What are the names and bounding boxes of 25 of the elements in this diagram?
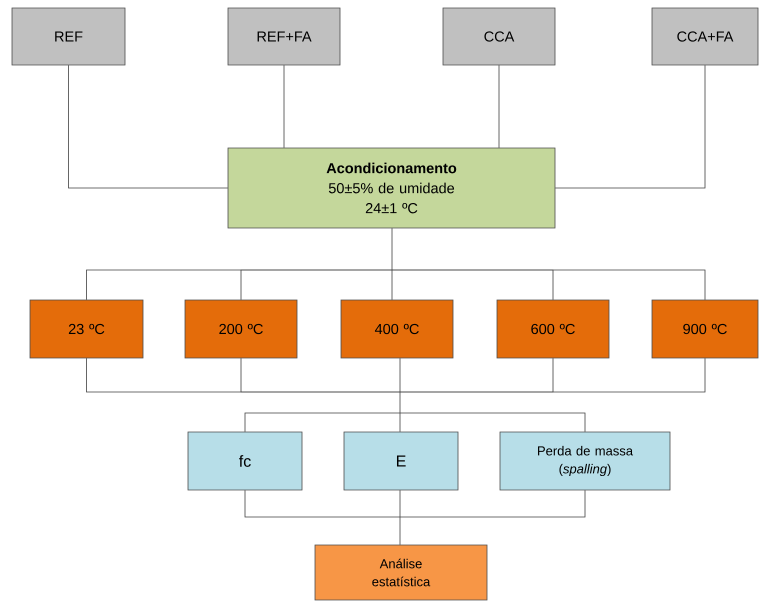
sample-box: CCA: [442, 8, 556, 66]
connector-line: [498, 65, 500, 148]
sample-box: REF: [12, 8, 126, 66]
temperature-box: 23 ºC: [30, 300, 144, 358]
conditioning-box: Acondicionamento 50±5% de umidade 24±1 ºC: [228, 148, 556, 228]
temperature-box: 200 ºC: [184, 300, 298, 358]
connector-line: [392, 270, 706, 300]
test-box: Perda de massa (spalling): [500, 432, 670, 490]
connector-line: [400, 412, 586, 432]
connector-line: [244, 412, 400, 432]
temperature-box: 400 ºC: [340, 300, 454, 358]
connector-line: [244, 490, 400, 518]
sample-box: CCA+FA: [652, 8, 758, 66]
connector-line: [400, 490, 586, 518]
connector-line: [400, 358, 706, 392]
connector-line: [68, 65, 228, 188]
temperature-box: 900 ºC: [652, 300, 758, 358]
test-box: E: [344, 432, 458, 490]
test-box: fc: [188, 432, 302, 490]
connector-line: [240, 270, 392, 300]
connector-line: [240, 358, 400, 392]
sample-box: REF+FA: [228, 8, 340, 66]
temperature-box: 600 ºC: [496, 300, 610, 358]
analysis-box: Análise estatística: [314, 544, 488, 600]
connector-line: [555, 65, 706, 188]
